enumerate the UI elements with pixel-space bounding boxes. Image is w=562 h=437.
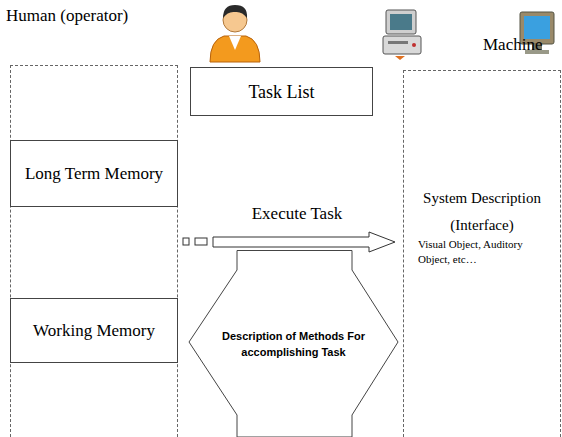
methods-double-arrow: Description of Methods For accomplishing… [188,250,399,437]
double-arrow-outline [188,250,399,437]
system-heading: System Description (Interface) [410,185,554,239]
memory-box: Long Term Memory [10,140,178,207]
machine-region: MachineSystem Description (Interface)Vis… [403,70,561,437]
task-list-box: Task List [190,67,373,116]
edge-label: Execute Task [252,204,343,224]
box-label: Working Memory [11,321,177,341]
computer-icon [383,10,421,60]
execute-arrow [183,232,395,252]
person-icon [210,5,260,62]
arrow-label: Description of Methods For accomplishing… [218,328,369,360]
box-label: Long Term Memory [11,164,177,184]
human-region: Human (operator)Long Term MemoryWorking … [10,65,178,437]
memory-box: Working Memory [10,298,178,363]
box-label: Task List [191,81,372,102]
region-heading: Machine [483,35,542,55]
system-body: Visual Object, Auditory Object, etc… [418,237,554,267]
region-heading: Human (operator) [6,6,128,26]
